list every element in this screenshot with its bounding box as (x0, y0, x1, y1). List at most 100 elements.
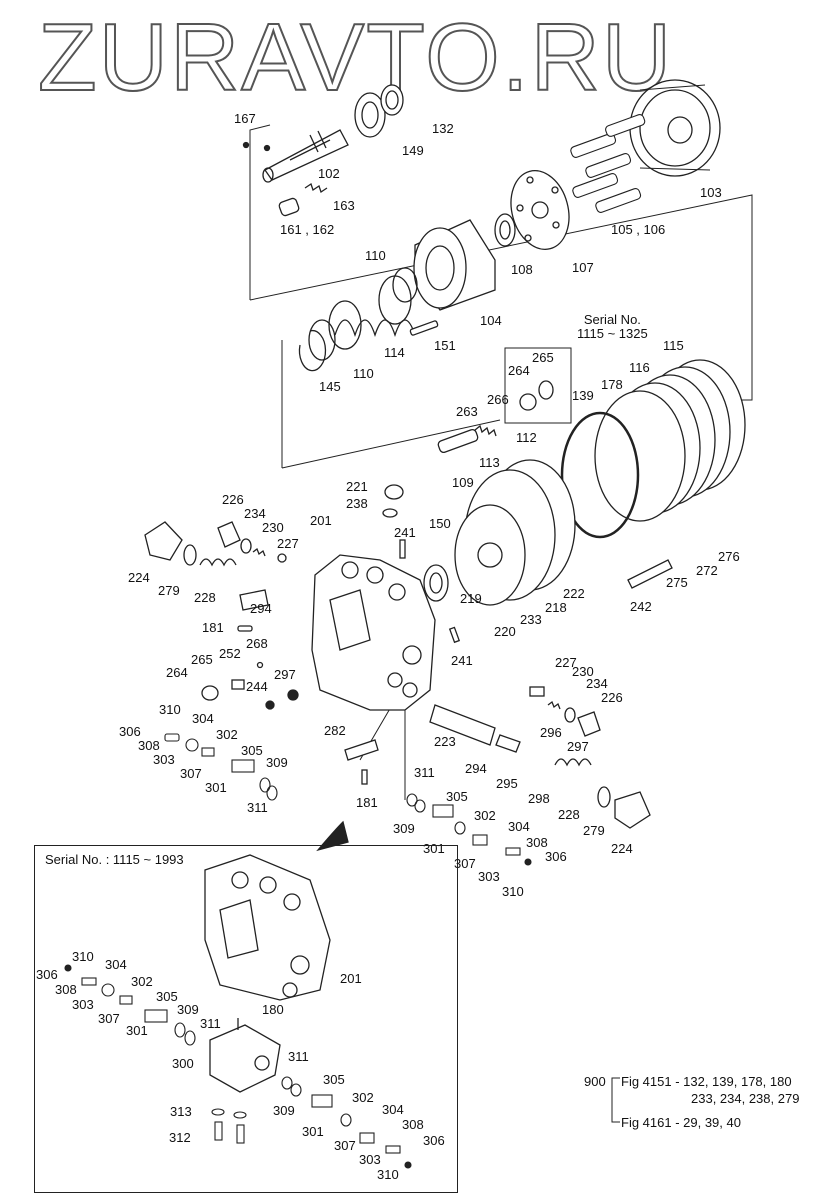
callout-265: 265 (532, 350, 554, 365)
callout-163: 163 (333, 198, 355, 213)
callout-226-right: 226 (601, 690, 623, 705)
callout-303-left: 303 (153, 752, 175, 767)
callout-230-right: 230 (572, 664, 594, 679)
callout-306-left: 306 (119, 724, 141, 739)
callout-227-left: 227 (277, 536, 299, 551)
part-244 (265, 700, 275, 710)
inset-callout-310: 310 (72, 949, 94, 964)
callout-228-left: 228 (194, 590, 216, 605)
callout-294-right: 294 (465, 761, 487, 776)
spring-part-266 (474, 424, 497, 437)
callout-302-left: 302 (216, 727, 238, 742)
inset-callout-305-lower: 305 (323, 1072, 345, 1087)
part-227b (529, 686, 545, 697)
inset-callout-180: 180 (262, 1002, 284, 1017)
callout-238: 238 (346, 496, 368, 511)
part-297a (287, 689, 299, 701)
friction-plates-part-115 (594, 359, 746, 522)
pin-part-181b (361, 769, 368, 785)
o-ring-part-234b (564, 707, 576, 723)
callout-139: 139 (572, 388, 594, 403)
o-ring-part-139 (560, 411, 640, 539)
callout-307-right: 307 (454, 856, 476, 871)
spring-part-163 (304, 182, 328, 194)
callout-309-left: 309 (266, 755, 288, 770)
inset-callout-308: 308 (55, 982, 77, 997)
callout-308-right: 308 (526, 835, 548, 850)
callout-282: 282 (324, 723, 346, 738)
notes-bracket (611, 1077, 620, 1123)
shaft-part-102 (262, 129, 349, 183)
callout-221: 221 (346, 479, 368, 494)
callout-265-left: 265 (191, 652, 213, 667)
inset-callout-306: 306 (36, 967, 58, 982)
inset-callout-303: 303 (72, 997, 94, 1012)
callout-309-right: 309 (393, 821, 415, 836)
inset-callout-312: 312 (169, 1130, 191, 1145)
guide-line-middle (281, 340, 501, 469)
inset-callout-305: 305 (156, 989, 178, 1004)
callout-218: 218 (545, 600, 567, 615)
poppet-part-294a (239, 589, 269, 611)
callout-294-left: 294 (250, 601, 272, 616)
callout-275: 275 (666, 575, 688, 590)
piston-set-part-105 (570, 114, 646, 213)
watermark-text: ZURAVTO.RU (37, 4, 674, 111)
pin-part-151 (409, 320, 439, 336)
callout-116: 116 (629, 360, 650, 375)
inset-callout-313: 313 (170, 1104, 192, 1119)
note-fig-4151-line1: Fig 4151 - 132, 139, 178, 180 (621, 1074, 792, 1089)
callout-305-left: 305 (241, 743, 263, 758)
part-268 (256, 661, 264, 669)
inset-callout-301: 301 (126, 1023, 148, 1038)
callout-310-left: 310 (159, 702, 181, 717)
swash-plate-part-103 (629, 79, 721, 177)
inset-callout-301-lower: 301 (302, 1124, 324, 1139)
inset-valve-chain-left (64, 964, 196, 1046)
valve-plate-part-109 (454, 504, 526, 606)
plug-part-264 (519, 393, 537, 411)
callout-244: 244 (246, 679, 268, 694)
plug-part-224b (614, 791, 651, 829)
callout-107: 107 (572, 260, 594, 275)
callout-252: 252 (219, 646, 241, 661)
plug-part-221 (384, 484, 404, 500)
callout-181-left: 181 (202, 620, 224, 635)
o-ring-part-238 (382, 508, 398, 518)
spool-part-223 (429, 704, 496, 746)
inset-callout-300: 300 (172, 1056, 194, 1071)
spring-part-114 (328, 275, 416, 350)
callout-276: 276 (718, 549, 740, 564)
serial-range-label: Serial No. 1115 ~ 1325 (577, 313, 648, 341)
inset-callout-307: 307 (98, 1011, 120, 1026)
callout-161-162: 161 , 162 (280, 222, 335, 237)
housing-part-201 (311, 554, 436, 711)
callout-181-right: 181 (356, 795, 378, 810)
pin-part-167 (242, 141, 271, 152)
inset-callout-306-lower: 306 (423, 1133, 445, 1148)
inset-callout-309-lower: 309 (273, 1103, 295, 1118)
o-ring-part-279a (183, 544, 197, 566)
inset-callout-309: 309 (177, 1002, 199, 1017)
spring-part-230b (547, 700, 561, 710)
callout-224-right: 224 (611, 841, 633, 856)
o-ring-part-234a (240, 538, 252, 554)
callout-301-left: 301 (205, 780, 227, 795)
serial-title: Serial No. (583, 312, 641, 327)
callout-307-left: 307 (180, 766, 202, 781)
callout-228-right: 228 (558, 807, 580, 822)
callout-167: 167 (234, 111, 256, 126)
callout-263: 263 (456, 404, 478, 419)
ring-part-108 (494, 213, 516, 247)
part-242 (627, 559, 673, 589)
note-fig-4161: Fig 4161 - 29, 39, 40 (621, 1115, 741, 1130)
callout-227-right: 227 (555, 655, 577, 670)
callout-105-106: 105 , 106 (611, 222, 666, 237)
bearing-part-149 (354, 92, 386, 138)
spring-part-230a (252, 547, 266, 557)
callout-110-upper: 110 (365, 248, 386, 263)
inset-callout-302: 302 (131, 974, 153, 989)
inset-housing-drawing (204, 854, 331, 1001)
callout-223: 223 (434, 734, 456, 749)
